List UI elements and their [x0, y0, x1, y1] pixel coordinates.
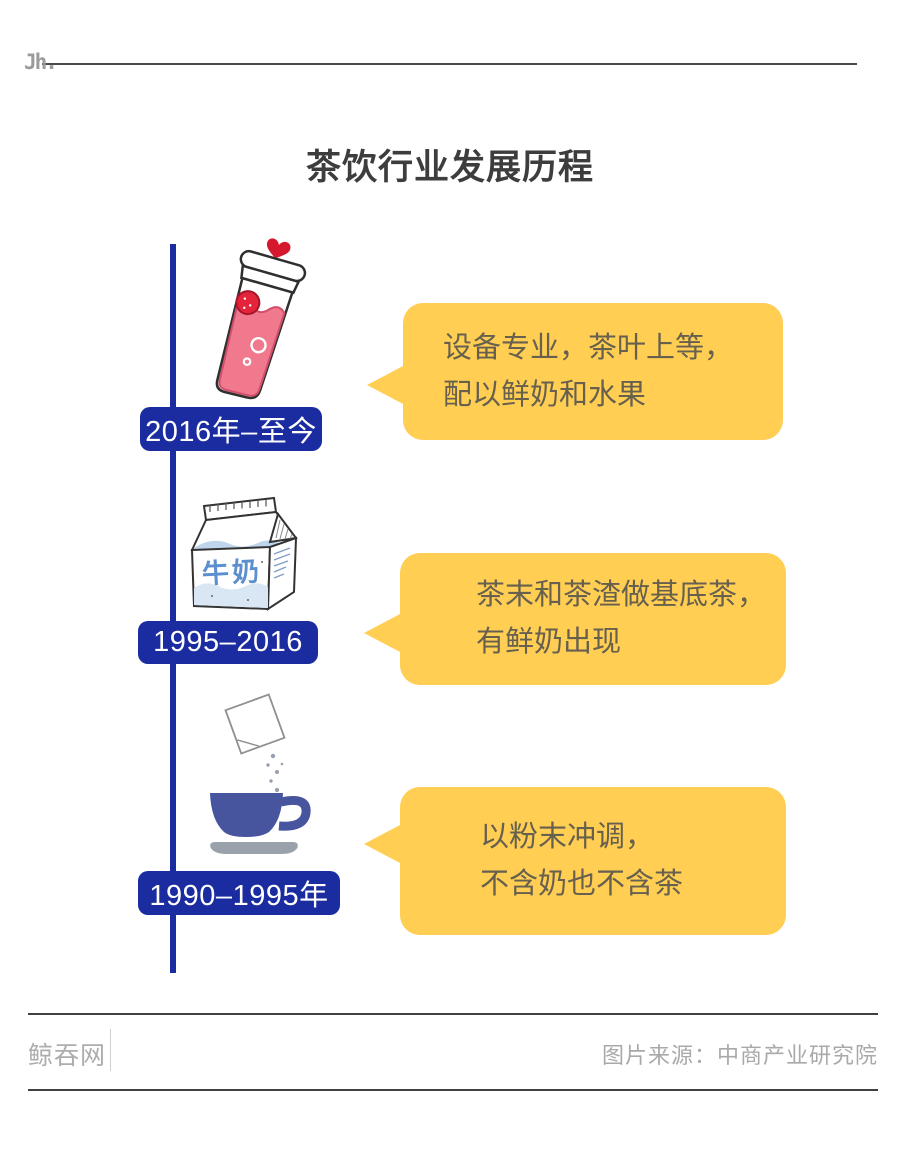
description-line: 以粉末冲调， — [480, 821, 655, 853]
bubble-tail — [364, 613, 402, 653]
description-line: 不含奶也不含茶 — [480, 868, 684, 900]
description-line: 茶末和茶渣做基底茶， — [476, 579, 767, 611]
footer-vertical-divider — [110, 1029, 111, 1071]
site-name: 鲸吞网 — [28, 1042, 107, 1070]
logo-mark: Jh. — [24, 50, 58, 74]
description-line: 有鲜奶出现 — [476, 626, 622, 658]
page-title: 茶饮行业发展历程 — [305, 148, 594, 187]
footer-divider-line-top — [28, 1013, 878, 1015]
description-bubble-2016-present: 设备专业，茶叶上等， 配以鲜奶和水果 — [367, 303, 783, 440]
milk-carton-icon: 牛奶 — [182, 492, 342, 616]
image-source: 图片来源：中商产业研究院 — [601, 1043, 878, 1068]
timeline-axis — [170, 244, 176, 973]
bubble-tail — [364, 824, 402, 864]
description-line: 配以鲜奶和水果 — [443, 378, 647, 411]
description-bubble-1990-1995: 以粉末冲调， 不含奶也不含茶 — [364, 787, 786, 935]
powder-teacup-icon — [205, 690, 350, 868]
period-label-2016-present: 2016年–至今 — [140, 407, 322, 451]
fruit-tea-cup-icon — [192, 226, 327, 406]
description-line: 设备专业，茶叶上等， — [443, 331, 734, 364]
bubble-tail — [367, 365, 405, 405]
milk-carton-label: 牛奶 — [201, 556, 262, 589]
top-divider-line — [42, 63, 857, 65]
period-label-1995-2016: 1995–2016 — [138, 621, 318, 664]
footer-divider-line-bottom — [28, 1089, 878, 1091]
description-bubble-1995-2016: 茶末和茶渣做基底茶， 有鲜奶出现 — [364, 553, 786, 685]
period-label-1990-1995: 1990–1995年 — [138, 871, 340, 915]
